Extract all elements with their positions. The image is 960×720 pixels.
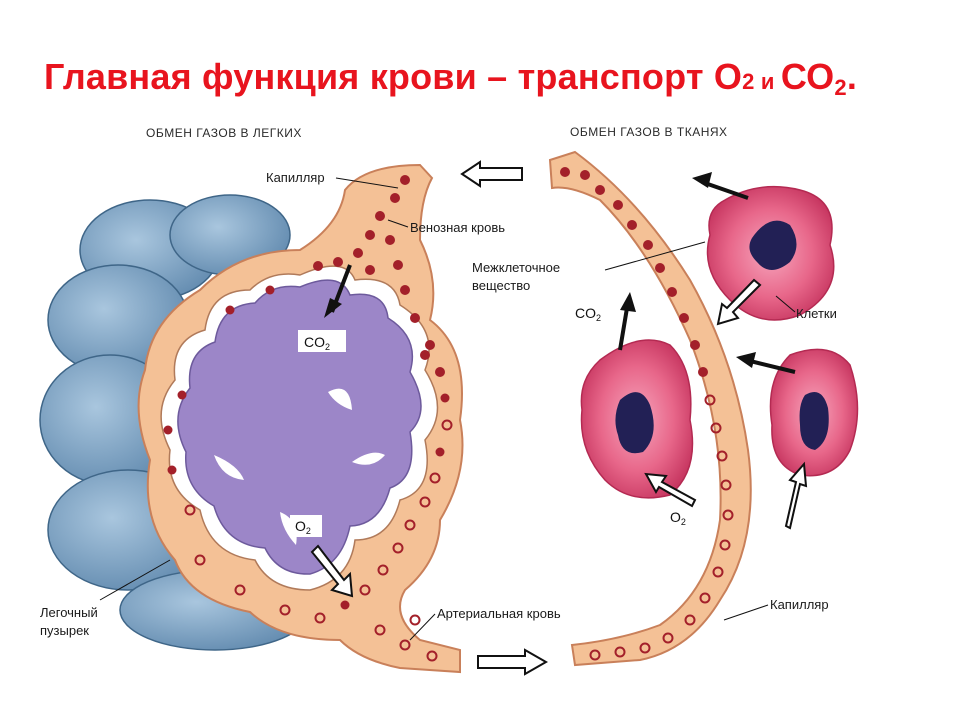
slide-title: Главная функция крови – транспорт О2 и С… — [44, 56, 857, 101]
mixed-blood-cells-left — [163, 285, 453, 662]
flow-arrow-top — [460, 160, 523, 188]
venous-blood-cells-left — [313, 175, 445, 377]
nucleus — [615, 392, 654, 454]
co2-arrow-cell-right — [736, 352, 796, 374]
venous-blood-cells-right — [560, 167, 708, 377]
arterial-blood-cells-right — [589, 394, 734, 661]
title-and: и — [754, 69, 781, 94]
alveolus — [177, 279, 422, 575]
co2-arrow-cell-top — [692, 172, 749, 200]
label-venous-blood: Венозная кровь — [410, 220, 505, 235]
co2-label-alveolus: CO2 — [304, 334, 330, 352]
tissue-cell-middle — [580, 339, 694, 499]
label-arterial-blood: Артериальная кровь — [437, 606, 561, 621]
alveolus-notch — [352, 452, 385, 465]
o2-tag-bg — [290, 515, 322, 537]
header-lungs: ОБМЕН ГАЗОВ В ЛЕГКИХ — [146, 126, 302, 140]
title-o2-subscript: 2 — [742, 69, 755, 94]
o2-label-tissue: O2 — [670, 509, 686, 527]
flow-arrow-bottom — [477, 648, 549, 676]
label-cells: Клетки — [796, 306, 837, 321]
co2-label-tissue: CO2 — [575, 305, 601, 323]
tissue-cell-top — [706, 185, 835, 321]
nucleus — [749, 220, 797, 270]
o2-arrow-cell-right — [784, 461, 808, 530]
title-co2: СО — [780, 56, 835, 97]
tissue-cell-right — [769, 348, 859, 477]
label-alveolus-1: Легочный — [40, 605, 98, 620]
label-capillary-bottom: Капилляр — [770, 597, 829, 612]
title-period: . — [846, 56, 858, 97]
alveolus-notch — [328, 388, 352, 410]
co2-tag-bg — [298, 330, 346, 352]
tissue-capillary — [548, 150, 752, 667]
label-capillary-top: Капилляр — [266, 170, 325, 185]
o2-arrow-alveolus — [310, 544, 354, 598]
nucleus — [799, 391, 829, 450]
label-intercellular-1: Межклеточное — [472, 260, 560, 275]
o2-label-alveolus: O2 — [295, 518, 311, 536]
header-tissues: ОБМЕН ГАЗОВ В ТКАНЯХ — [570, 125, 728, 139]
label-alveolus-2: пузырек — [40, 623, 89, 638]
co2-arrow-alveolus — [324, 264, 352, 318]
label-intercellular-2: вещество — [472, 278, 530, 293]
title-co2-subscript: 2 — [834, 75, 847, 100]
o2-arrow-cell-top — [716, 278, 762, 326]
co2-arrow-cell-middle — [618, 292, 636, 351]
o2-arrow-cell-middle — [644, 472, 697, 508]
title-main: Главная функция крови – транспорт О — [44, 56, 743, 97]
alveolus-notch — [214, 455, 244, 480]
